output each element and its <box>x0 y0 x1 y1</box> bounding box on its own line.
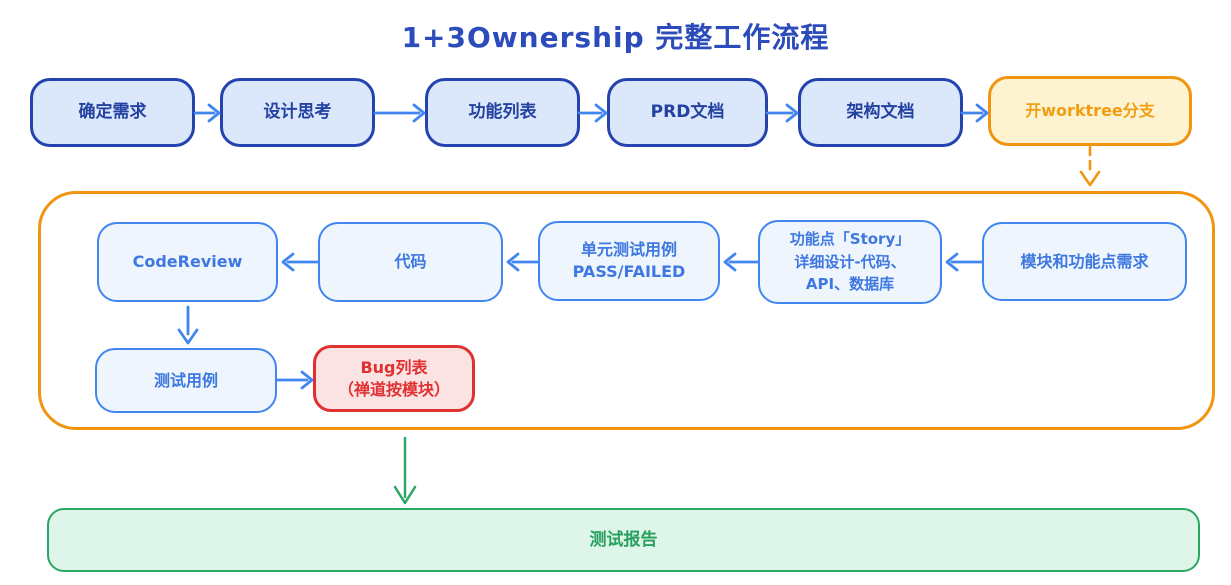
arrow-unittest-to-code <box>506 252 540 272</box>
arrow-features-to-prd <box>577 103 608 123</box>
node-open-worktree-branch: 开worktree分支 <box>988 76 1192 146</box>
node-unit-test-cases: 单元测试用例 PASS/FAILED <box>538 221 720 301</box>
arrow-code-to-review <box>281 252 320 272</box>
arrow-review-to-testcases <box>177 305 199 345</box>
node-test-cases: 测试用例 <box>95 348 277 413</box>
dev-loop-container <box>38 191 1215 430</box>
node-story-detail-design: 功能点「Story」 详细设计-代码、 API、数据库 <box>758 220 942 304</box>
arrow-define-to-design <box>193 103 221 123</box>
arrow-worktree-to-devloop <box>1079 145 1101 187</box>
arrow-module-to-story <box>945 252 984 272</box>
page-title: 1+3Ownership 完整工作流程 <box>401 21 830 54</box>
node-code-review: CodeReview <box>97 222 278 302</box>
arrow-devloop-to-report <box>393 436 417 505</box>
node-prd-doc: PRD文档 <box>607 78 768 147</box>
node-design-thinking: 设计思考 <box>220 78 375 147</box>
node-arch-doc: 架构文档 <box>798 78 963 147</box>
node-test-report: 测试报告 <box>47 508 1200 572</box>
node-module-requirements: 模块和功能点需求 <box>982 222 1187 301</box>
node-feature-list: 功能列表 <box>425 78 580 147</box>
node-code: 代码 <box>318 222 503 302</box>
node-define-requirements: 确定需求 <box>30 78 195 147</box>
arrow-design-to-features <box>373 103 426 123</box>
arrow-prd-to-arch <box>765 103 799 123</box>
arrow-story-to-unittest <box>723 252 760 272</box>
arrow-arch-to-worktree <box>960 103 989 123</box>
node-bug-list: Bug列表 （禅道按模块） <box>313 345 475 412</box>
arrow-testcases-to-buglist <box>275 370 314 390</box>
